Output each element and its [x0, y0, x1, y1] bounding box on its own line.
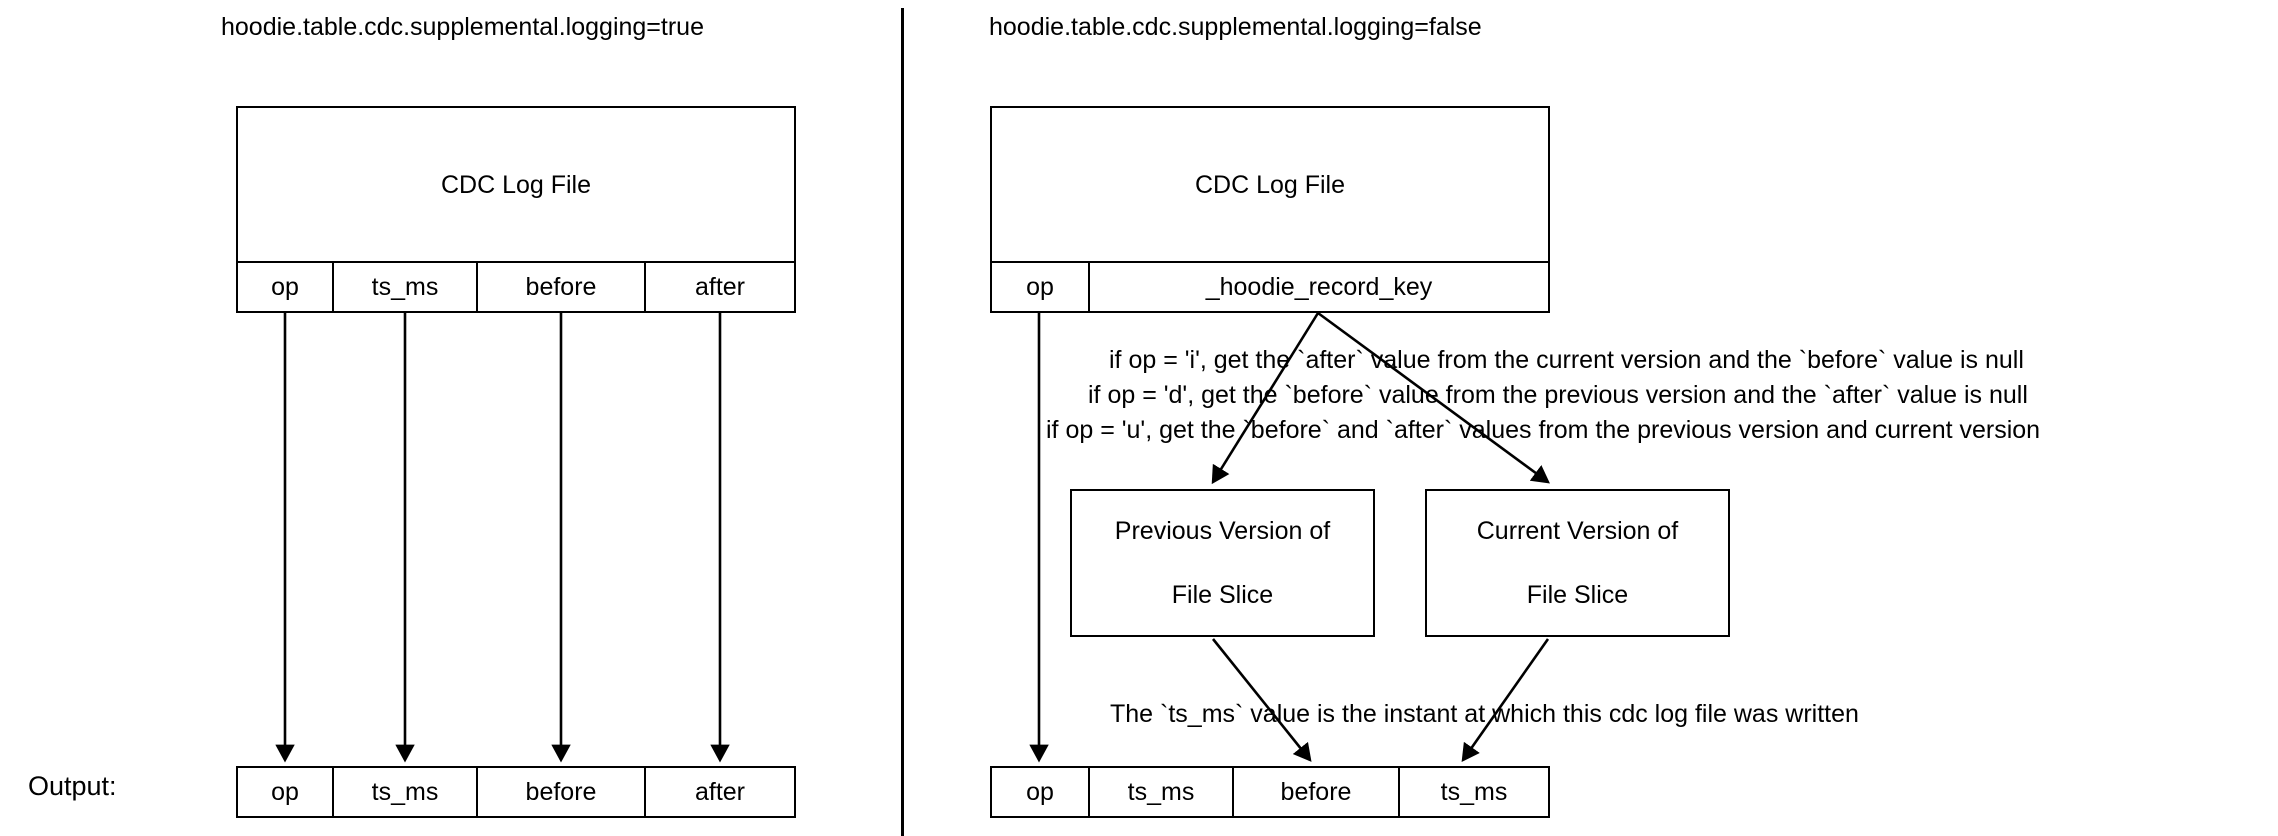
- current-version-line-2: File Slice: [1526, 581, 1629, 609]
- left-output-cell-before: before: [476, 766, 646, 818]
- panel-divider: [901, 8, 904, 836]
- right-output-cell-ts-ms: ts_ms: [1088, 766, 1234, 818]
- previous-version-line-2: File Slice: [1171, 581, 1274, 609]
- rule-text-insert: if op = 'i', get the `after` value from …: [1109, 346, 2024, 374]
- right-panel-title: hoodie.table.cdc.supplemental.logging=fa…: [989, 13, 1482, 41]
- right-output-cell-op: op: [990, 766, 1090, 818]
- left-schema-cell-before: before: [476, 261, 646, 313]
- right-schema-cell-hoodie-record-key: _hoodie_record_key: [1088, 261, 1550, 313]
- current-version-line-1: Current Version of: [1476, 517, 1679, 545]
- current-version-file-slice-box: Current Version of File Slice: [1425, 489, 1730, 637]
- previous-version-file-slice-box: Previous Version of File Slice: [1070, 489, 1375, 637]
- rule-text-delete: if op = 'd', get the `before` value from…: [1088, 381, 2028, 409]
- left-output-cell-after: after: [644, 766, 796, 818]
- right-schema-cell-op: op: [990, 261, 1090, 313]
- ts-ms-note-text: The `ts_ms` value is the instant at whic…: [1110, 700, 1859, 728]
- previous-version-line-1: Previous Version of: [1114, 517, 1331, 545]
- left-schema-cell-op: op: [236, 261, 334, 313]
- rule-text-update: if op = 'u', get the `before` and `after…: [1046, 416, 2041, 444]
- right-output-cell-ts-ms-2: ts_ms: [1398, 766, 1550, 818]
- left-panel-title: hoodie.table.cdc.supplemental.logging=tr…: [221, 13, 704, 41]
- left-output-cell-ts-ms: ts_ms: [332, 766, 478, 818]
- right-cdc-log-file-box: CDC Log File: [990, 106, 1550, 263]
- left-output-cell-op: op: [236, 766, 334, 818]
- left-output-label: Output:: [28, 771, 117, 801]
- right-output-cell-before: before: [1232, 766, 1400, 818]
- left-cdc-log-file-box: CDC Log File: [236, 106, 796, 263]
- left-schema-cell-ts-ms: ts_ms: [332, 261, 478, 313]
- left-schema-cell-after: after: [644, 261, 796, 313]
